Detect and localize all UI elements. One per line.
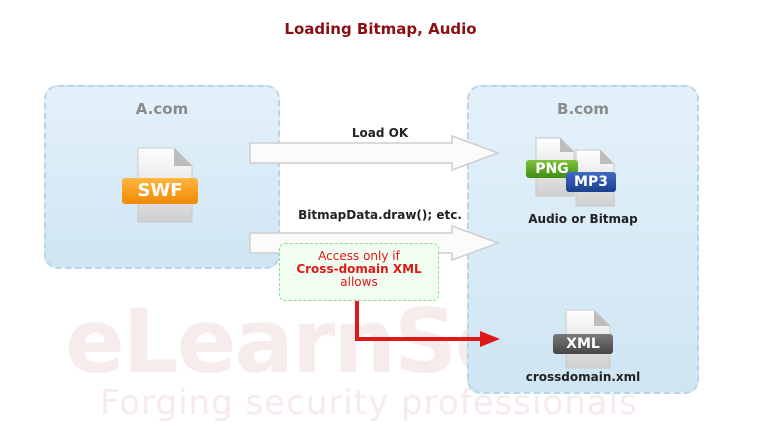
domain-a-label: A.com (135, 100, 189, 118)
watermark-logo: eLearnSe (65, 290, 515, 393)
png-file-badge: PNG (526, 160, 578, 178)
domain-b-label: B.com (557, 100, 609, 118)
bitmapdata-draw-label: BitmapData.draw(); etc. (298, 208, 462, 222)
note-line-1: Access only if (318, 249, 400, 263)
access-note-box: Access only if Cross-domain XML allows (279, 243, 439, 301)
load-ok-label: Load OK (351, 126, 409, 140)
red-elbow-arrow-icon (355, 301, 500, 347)
crossdomain-caption: crossdomain.xml (525, 370, 641, 384)
note-line-2: Cross-domain XML (296, 262, 422, 276)
swf-file-badge: SWF (122, 178, 198, 204)
xml-file-badge: XML (553, 334, 613, 354)
mp3-file-badge: MP3 (566, 172, 616, 192)
arrow-right-icon (249, 134, 501, 172)
note-line-3: allows (340, 275, 378, 289)
diagram-title: Loading Bitmap, Audio (284, 20, 477, 38)
audio-bitmap-caption: Audio or Bitmap (528, 212, 638, 226)
